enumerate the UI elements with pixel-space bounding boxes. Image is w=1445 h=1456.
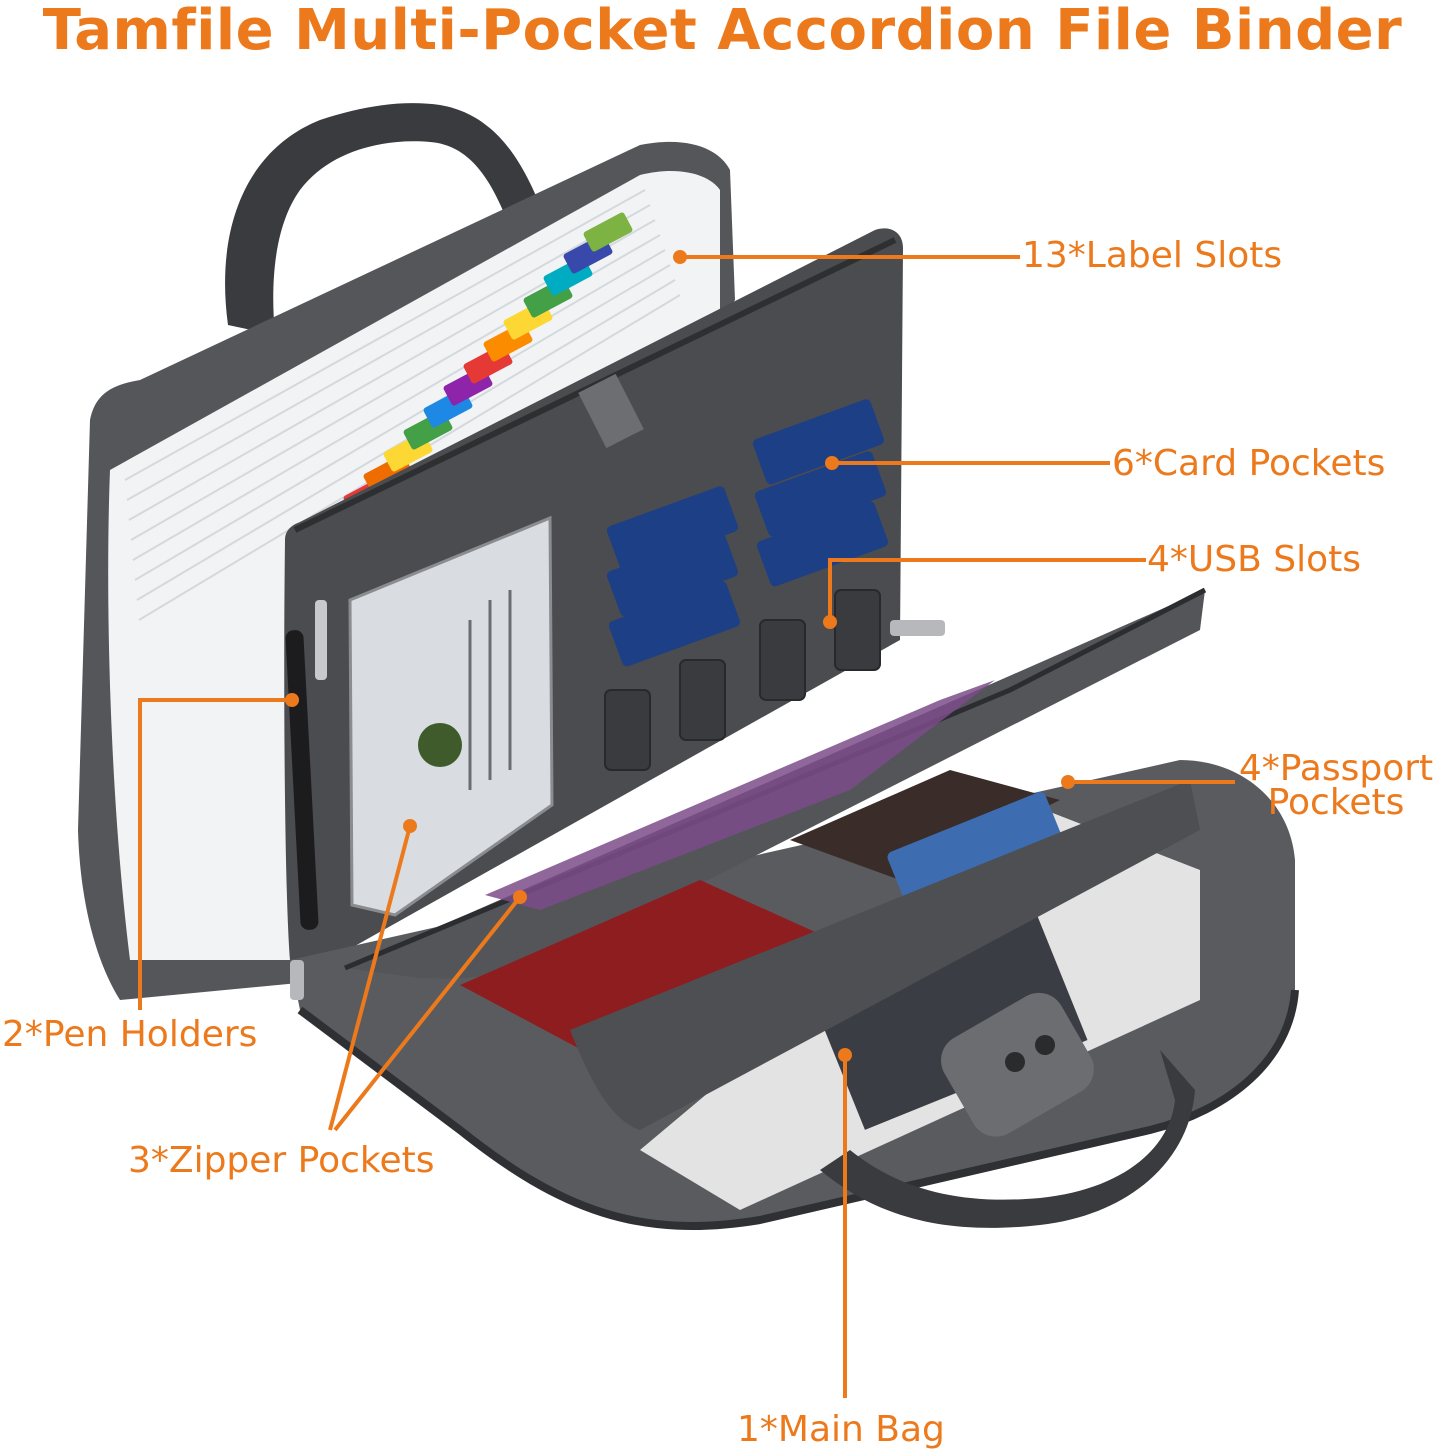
credit-card (752, 399, 885, 485)
lock-dial-2 (1035, 1035, 1055, 1055)
lock-dial-1 (1005, 1052, 1025, 1072)
zipper-pockets-callout: 3*Zipper Pockets (128, 1140, 435, 1181)
pen-holders-callout: 2*Pen Holders (2, 1014, 258, 1055)
callout-lines (138, 255, 1235, 1398)
magazine-photo (812, 910, 1088, 1130)
credit-card (756, 501, 889, 587)
credit-card (754, 451, 887, 537)
certificate-lines (468, 590, 512, 790)
card-pockets-callout: 6*Card Pockets (1112, 443, 1386, 484)
passport-pockets-callout: 4*Passport Pockets (1230, 748, 1442, 823)
label-slots-callout: 13*Label Slots (1022, 235, 1283, 276)
passport-pockets-line2: Pockets (1267, 782, 1405, 823)
callout-dots (285, 250, 1075, 1062)
bottom-case-edge (297, 989, 1299, 1230)
main-bag-callout: 1*Main Bag (737, 1409, 945, 1450)
pen-clip (315, 600, 327, 680)
callout-usb-slots (828, 558, 1146, 622)
callout-pen-holders (138, 698, 292, 1010)
passport-flap (570, 780, 1200, 1130)
zipper-pull-left (290, 960, 304, 1000)
page-title: Tamfile Multi-Pocket Accordion File Bind… (42, 0, 1403, 63)
top-handle (225, 103, 540, 335)
credit-card (606, 531, 739, 617)
certificate-seal (418, 723, 462, 767)
passport-card (887, 792, 1063, 904)
credit-card (606, 486, 739, 572)
callout-zipper-2 (333, 895, 522, 1132)
passport-red (460, 880, 855, 1065)
usb-slots-callout: 4*USB Slots (1147, 539, 1361, 580)
card-pockets (606, 399, 889, 667)
velcro-strap (578, 373, 644, 449)
usb-slots (604, 589, 881, 771)
zipper-pull-top (890, 620, 945, 636)
passport-pockets-line1: 4*Passport (1238, 748, 1434, 789)
label-tab (583, 212, 633, 252)
tablet (485, 680, 995, 910)
credit-card (608, 581, 741, 667)
callout-zipper-1 (328, 825, 412, 1131)
passport-navy (790, 770, 1060, 880)
document-sleeve (348, 515, 554, 917)
